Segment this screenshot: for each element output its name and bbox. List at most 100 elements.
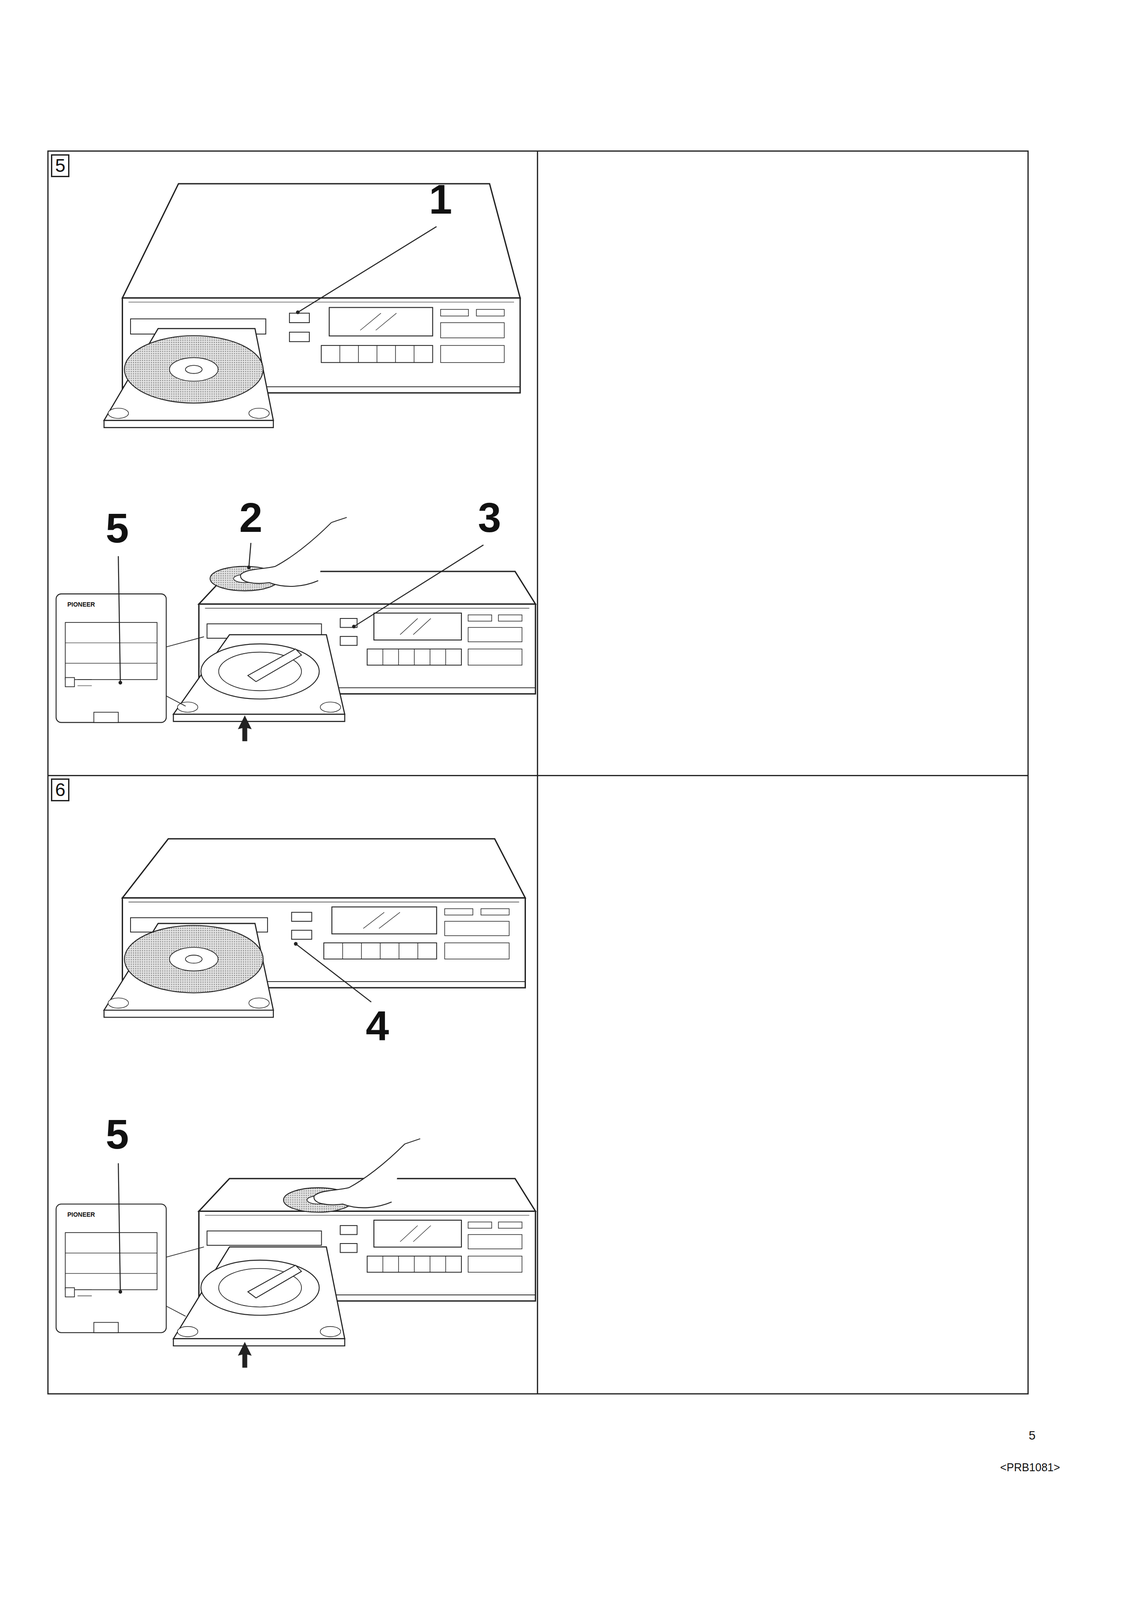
inset-pointer — [166, 1246, 204, 1257]
leader-line — [295, 943, 372, 1002]
callout-number: 4 — [365, 1001, 389, 1050]
hand-with-disc — [210, 517, 347, 591]
leader-dot — [118, 680, 123, 685]
leader-line — [118, 1162, 121, 1291]
hand — [331, 517, 347, 523]
tray-edge — [173, 1338, 345, 1346]
button-divider — [361, 942, 362, 959]
inset-window — [65, 622, 158, 680]
inset-tab — [94, 711, 119, 722]
display-glare — [413, 1224, 432, 1242]
player-trim — [205, 607, 530, 609]
button-row — [321, 345, 433, 363]
button-divider — [413, 648, 415, 665]
frame-border — [47, 151, 1029, 1394]
button — [467, 648, 522, 665]
section-number-box: 5 — [50, 154, 70, 178]
player-trim — [205, 1214, 530, 1215]
button-divider — [358, 345, 359, 363]
display-glare — [363, 912, 385, 929]
button-divider — [394, 345, 396, 363]
leader-dot — [296, 310, 300, 314]
frame-divider — [47, 774, 1029, 776]
inset-line — [65, 1252, 158, 1253]
inset-line — [77, 1295, 92, 1296]
button-divider — [429, 648, 431, 665]
inset-line — [65, 642, 158, 643]
document-code: <PRB1081> — [1000, 1460, 1060, 1474]
display-window — [329, 307, 433, 337]
inset-pointer — [166, 695, 186, 706]
indicator — [481, 908, 510, 915]
button-divider — [339, 345, 341, 363]
button — [440, 345, 505, 363]
inset-tab — [94, 1321, 119, 1332]
display-glare — [400, 1224, 418, 1242]
button — [467, 1255, 522, 1272]
disc-tray — [173, 1246, 345, 1339]
button-divider — [382, 1255, 384, 1272]
button-row — [323, 942, 437, 959]
push-arrow — [238, 1342, 251, 1367]
display-glare — [375, 312, 397, 330]
hand — [405, 1138, 421, 1144]
section-number-box: 6 — [50, 778, 70, 801]
indicator — [498, 614, 522, 621]
tray-foot — [177, 1326, 198, 1337]
button-divider — [445, 1255, 446, 1272]
cd-player — [104, 183, 521, 428]
button-divider — [380, 942, 381, 959]
leader-line — [353, 544, 484, 627]
button-divider — [413, 345, 415, 363]
indicator — [498, 1221, 522, 1228]
player-top — [122, 838, 526, 898]
indicator — [444, 908, 473, 915]
disc-hole — [185, 365, 203, 374]
button — [291, 929, 312, 939]
leader-line — [248, 542, 251, 568]
button-divider — [398, 942, 399, 959]
inset-line — [77, 684, 92, 686]
inset-switch — [65, 677, 75, 687]
disc-well — [200, 1259, 319, 1315]
hand-with-disc — [283, 1138, 421, 1212]
leader-dot — [118, 1289, 123, 1294]
section-number: 5 — [54, 156, 66, 175]
indicator — [444, 920, 510, 936]
indicator — [440, 322, 505, 338]
hand — [314, 1143, 406, 1207]
inset-box — [56, 1203, 167, 1332]
leader-dot — [246, 565, 251, 569]
button — [340, 636, 357, 646]
compact-disc — [124, 925, 264, 993]
page-frame — [47, 151, 1029, 1394]
inset-pointer — [166, 636, 204, 647]
tray-foot — [108, 997, 129, 1008]
frame-divider — [536, 151, 539, 1394]
push-arrow — [238, 716, 251, 741]
inset-box — [56, 593, 167, 722]
tray-edge — [104, 1009, 274, 1017]
disc-tray — [104, 923, 274, 1010]
compact-disc — [124, 335, 264, 403]
button-divider — [417, 942, 418, 959]
button — [340, 1242, 357, 1252]
inset-pointer — [166, 1305, 186, 1316]
button — [291, 912, 312, 921]
button-divider — [429, 1255, 431, 1272]
indicator — [440, 309, 469, 316]
player-top — [122, 183, 521, 298]
callout-number: 1 — [428, 175, 453, 224]
button-divider — [413, 1255, 415, 1272]
page-number: 5 — [1028, 1427, 1036, 1443]
disc-label — [169, 357, 218, 382]
brand-logo: PIONEER — [67, 600, 95, 608]
button-divider — [342, 942, 343, 959]
inset-line — [65, 1272, 158, 1273]
disc-well — [200, 643, 319, 699]
display-glare — [413, 618, 432, 635]
disc-slot — [206, 1230, 322, 1245]
button-divider — [376, 345, 377, 363]
inset-window — [65, 1232, 158, 1290]
